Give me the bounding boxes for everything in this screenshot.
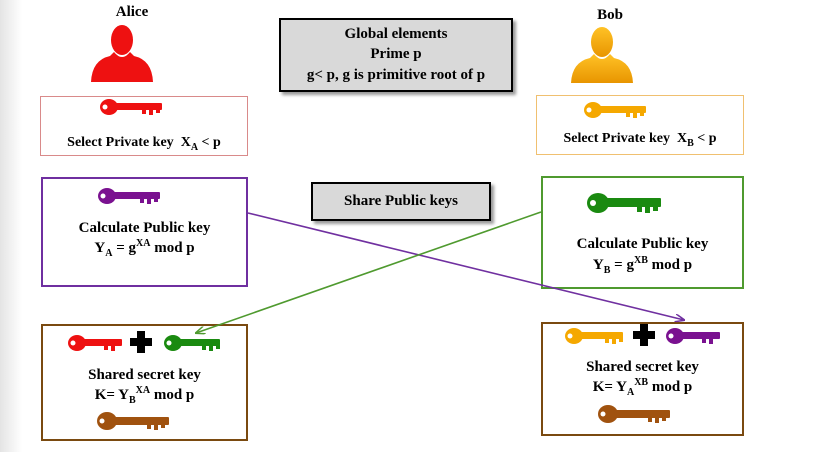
alice-shared-key-icon xyxy=(97,412,169,430)
bob-shared-secret-formula: K= YAXB mod p xyxy=(592,377,693,398)
bob-shared-key-icon xyxy=(598,405,670,423)
global-prime: Prime p xyxy=(370,46,422,62)
global-title: Global elements xyxy=(344,26,448,42)
bob-to-alice-arrow xyxy=(196,211,542,333)
alice-private-key-text: Select Private key XA < p xyxy=(67,135,221,153)
bob-private-key-icon-combine xyxy=(565,328,623,344)
alice-shared-secret-title: Shared secret key xyxy=(88,367,201,383)
bob-public-key-box: Calculate Public key YB = gXB mod p xyxy=(541,176,744,289)
bob-private-key-text: Select Private key XB < p xyxy=(563,131,717,149)
bob-private-key-box: Select Private key XB < p xyxy=(536,95,744,155)
alice-name: Alice xyxy=(115,4,149,20)
alice-shared-secret-formula: K= YBXA mod p xyxy=(94,385,195,406)
alice-private-key-icon-combine xyxy=(68,335,122,351)
bob-public-key-title: Calculate Public key xyxy=(576,236,709,252)
plus-icon xyxy=(130,331,152,353)
alice-private-key-icon xyxy=(100,99,162,115)
global-elements-box: Global elements Prime p g< p, g is primi… xyxy=(279,18,513,92)
bob-public-key-icon-received xyxy=(164,335,220,351)
global-generator: g< p, g is primitive root of p xyxy=(306,67,486,83)
alice-public-key-icon-received xyxy=(666,328,720,344)
bob-name: Bob xyxy=(597,7,623,23)
bob-shared-secret-title: Shared secret key xyxy=(586,359,699,375)
share-public-keys-label: Share Public keys xyxy=(344,193,458,209)
bob-person-icon xyxy=(571,27,633,83)
bob-private-key-icon xyxy=(584,102,646,118)
bob-public-key-icon xyxy=(587,193,661,213)
plus-icon xyxy=(633,324,655,346)
bob-public-key-formula: YB = gXB mod p xyxy=(592,255,693,276)
alice-to-bob-arrow xyxy=(247,212,684,320)
alice-public-key-title: Calculate Public key xyxy=(78,220,211,236)
alice-public-key-icon xyxy=(98,188,160,204)
left-edge-shadow xyxy=(0,0,22,452)
share-public-keys-box: Share Public keys xyxy=(311,182,491,221)
alice-public-key-formula: YA = gXA mod p xyxy=(94,238,195,259)
alice-person-icon xyxy=(91,25,153,82)
